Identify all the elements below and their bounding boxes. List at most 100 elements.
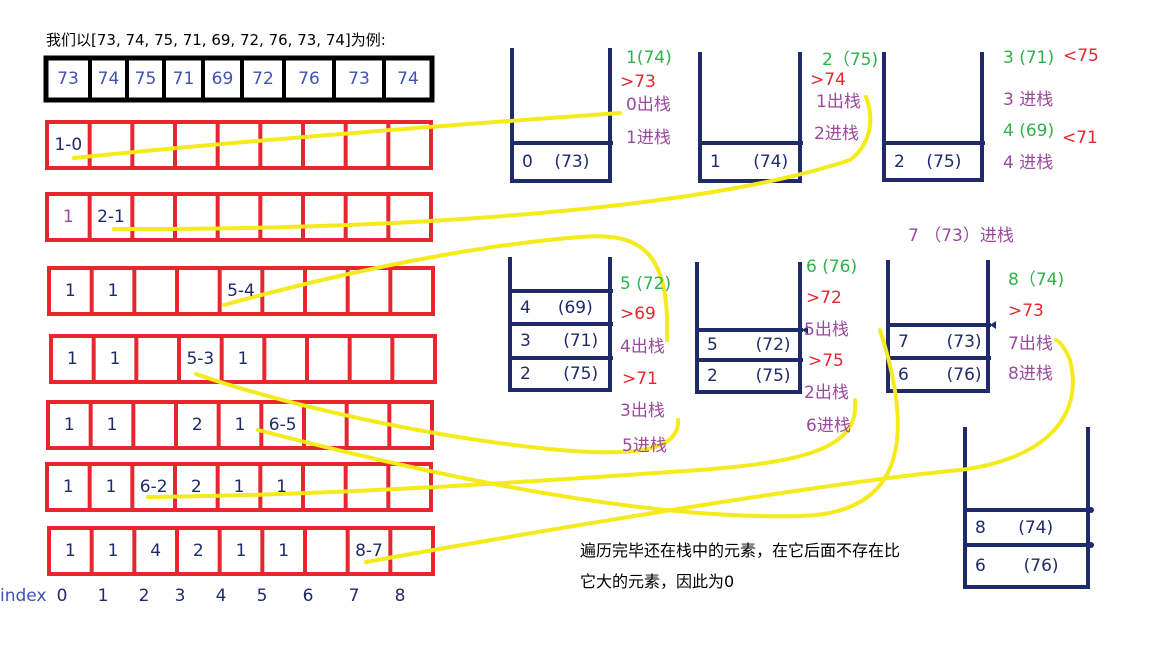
input-array-cell: 74 bbox=[97, 69, 120, 89]
result-row bbox=[49, 334, 437, 384]
index-number: 4 bbox=[215, 586, 227, 606]
stack-outline bbox=[882, 52, 984, 182]
annotation-label: 2出栈 bbox=[804, 383, 849, 403]
result-cell: 1 bbox=[64, 281, 76, 301]
result-cell: 4 bbox=[150, 541, 162, 561]
stack-arrow-marker bbox=[990, 321, 996, 329]
result-cell: 1 bbox=[64, 541, 76, 561]
input-array bbox=[43, 55, 435, 103]
result-row-frame bbox=[45, 192, 433, 242]
input-array-cell: 69 bbox=[211, 69, 234, 89]
annotation-label: 1(74) bbox=[626, 48, 672, 68]
annotation-label: 4 (69) bbox=[1003, 121, 1055, 141]
input-array-cell: 76 bbox=[298, 69, 320, 89]
result-cell: 1-0 bbox=[54, 135, 83, 155]
stack bbox=[508, 257, 613, 392]
annotation-label: <75 bbox=[1063, 46, 1099, 66]
stack-outline bbox=[963, 427, 1090, 589]
result-cell: 1 bbox=[237, 349, 249, 369]
stack bbox=[886, 260, 996, 393]
input-array-cell: 73 bbox=[348, 69, 370, 89]
annotation-label: 4出栈 bbox=[620, 337, 665, 357]
annotation-label: 1出栈 bbox=[816, 92, 861, 112]
stack-dot-marker bbox=[1088, 507, 1094, 513]
annotation-label: 7 （73）进栈 bbox=[908, 226, 1014, 246]
annotation-label: 5出栈 bbox=[804, 320, 849, 340]
stack-cell: 8 (74) bbox=[975, 517, 1054, 538]
annotation-label: 5 (72) bbox=[620, 274, 672, 294]
stack-cell: 2 (75) bbox=[894, 151, 962, 172]
result-cell: 2 bbox=[190, 477, 202, 497]
annotation-label: >75 bbox=[808, 351, 844, 371]
result-cell: 5-4 bbox=[227, 281, 255, 301]
connector-curve bbox=[194, 372, 681, 455]
result-cell: 1 bbox=[109, 349, 121, 369]
result-row-frame bbox=[49, 334, 437, 384]
result-cell: 5-3 bbox=[186, 349, 215, 369]
result-cell: 2-1 bbox=[97, 207, 125, 227]
input-array-cell: 74 bbox=[397, 69, 419, 89]
annotation-label: 5进栈 bbox=[622, 436, 667, 456]
annotation-label: 8（74) bbox=[1008, 270, 1065, 290]
result-row-frame bbox=[46, 400, 434, 450]
index-number: 0 bbox=[56, 586, 68, 606]
stack bbox=[882, 52, 985, 182]
index-number: 8 bbox=[394, 586, 406, 606]
stack-cell: 3 (71) bbox=[520, 331, 599, 351]
result-row-frame bbox=[45, 120, 433, 170]
index-number: 3 bbox=[174, 586, 186, 606]
result-cell: 1 bbox=[276, 477, 288, 497]
annotation-label: 2（75) bbox=[822, 50, 879, 70]
index-number: 5 bbox=[256, 586, 268, 606]
result-cell: 6-2 bbox=[139, 477, 168, 497]
input-array-cell: 75 bbox=[134, 69, 157, 89]
result-cell: 1 bbox=[106, 415, 118, 435]
result-cell: 1 bbox=[233, 477, 245, 497]
result-row bbox=[45, 192, 433, 242]
result-cell: 1 bbox=[62, 477, 74, 497]
annotation-label: 8进栈 bbox=[1008, 364, 1053, 384]
result-row-frame bbox=[47, 266, 435, 316]
result-cell: 1 bbox=[278, 541, 290, 561]
result-cell: 8-7 bbox=[355, 541, 383, 561]
index-number: 7 bbox=[348, 586, 360, 606]
stack-arrow-marker bbox=[802, 326, 808, 334]
note-line-1: 遍历完毕还在栈中的元素，在它后面不存在比 bbox=[580, 541, 901, 560]
annotation-label: >73 bbox=[1008, 301, 1044, 321]
index-number: 6 bbox=[302, 586, 314, 606]
result-cell: 2 bbox=[192, 541, 204, 561]
result-cell: 1 bbox=[107, 281, 119, 301]
stack-cell: 6 (76) bbox=[975, 556, 1059, 576]
annotation-label: 1进栈 bbox=[626, 128, 671, 148]
result-row bbox=[47, 266, 435, 316]
connector-curve bbox=[364, 338, 1075, 564]
connector-curve bbox=[146, 398, 858, 499]
result-cell: 1 bbox=[105, 477, 117, 497]
result-cell: 1 bbox=[234, 415, 246, 435]
annotation-label: 4 进栈 bbox=[1003, 153, 1054, 173]
stack-cell: 1 (74) bbox=[710, 152, 789, 172]
stack-dot-marker bbox=[1088, 542, 1094, 548]
connector-curve bbox=[112, 95, 873, 232]
annotation-label: 6进栈 bbox=[806, 416, 851, 436]
note-line-2: 它大的元素，因此为0 bbox=[580, 572, 735, 591]
input-array-cell: 72 bbox=[252, 69, 274, 89]
annotation-label: >69 bbox=[620, 304, 656, 324]
connector-curve bbox=[256, 328, 900, 519]
stack-outline bbox=[695, 262, 802, 394]
result-cell: 1 bbox=[235, 541, 247, 561]
annotation-label: >74 bbox=[810, 70, 846, 90]
input-array-frame bbox=[43, 55, 435, 103]
stack-cell: 2 (75) bbox=[707, 366, 791, 386]
stack-outline bbox=[698, 52, 802, 183]
stack-cell: 2 (75) bbox=[520, 364, 599, 384]
index-label: index bbox=[0, 586, 47, 606]
annotation-label: 6 (76) bbox=[806, 257, 858, 277]
result-cell: 1 bbox=[107, 541, 119, 561]
result-cell: 2 bbox=[191, 415, 203, 435]
annotation-label: >71 bbox=[622, 369, 658, 389]
result-cell: 6-5 bbox=[268, 415, 297, 435]
annotation-label: 3 进栈 bbox=[1003, 90, 1054, 110]
stack bbox=[698, 52, 803, 183]
